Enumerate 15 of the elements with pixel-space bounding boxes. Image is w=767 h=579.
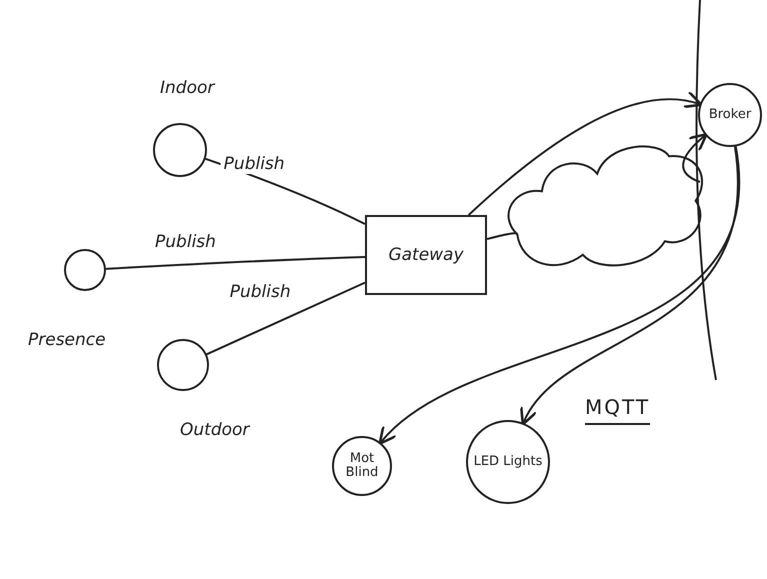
protocol-label: MQTT [585, 395, 650, 425]
arrow [521, 146, 739, 426]
arrow [378, 146, 740, 445]
arrow [682, 132, 708, 183]
node-circle: Mot Blind [332, 436, 392, 496]
connector-line [206, 282, 366, 356]
node-circle: LED Lights [466, 420, 550, 504]
device-label: Presence [28, 330, 106, 350]
connector-line [106, 256, 366, 270]
device-label: Outdoor [180, 420, 250, 440]
device-label: Indoor [160, 78, 214, 98]
arrow [468, 92, 703, 216]
node-circle: Broker [698, 83, 762, 147]
connector-line [486, 232, 518, 240]
gateway-box: Gateway [365, 215, 487, 295]
